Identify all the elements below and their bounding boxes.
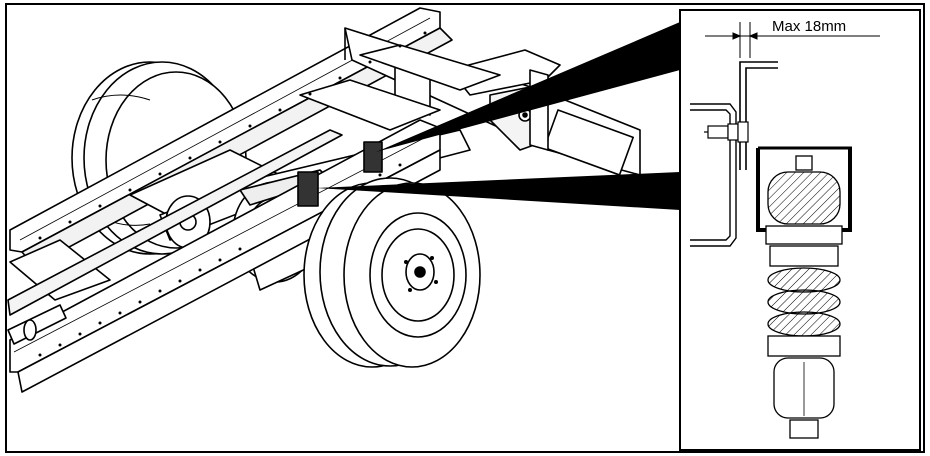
bolt bbox=[704, 121, 749, 143]
truck-chassis bbox=[7, 7, 641, 393]
callout-leaders bbox=[316, 22, 680, 210]
callout-wedge-lower bbox=[316, 172, 680, 210]
air-spring bbox=[765, 155, 843, 439]
rail-rivets bbox=[38, 31, 427, 357]
rail-bracket-lower bbox=[297, 171, 319, 207]
rail-bracket-upper bbox=[363, 141, 383, 173]
callout-wedge-upper bbox=[376, 22, 680, 152]
rear-frame bbox=[344, 27, 641, 176]
rear-wheel-right bbox=[303, 177, 481, 368]
dimension-marker bbox=[705, 22, 880, 58]
frame-section bbox=[690, 103, 737, 247]
drive-shaft bbox=[7, 304, 67, 345]
max-dimension-label: Max 18mm bbox=[772, 18, 846, 35]
detail-panel: Max 18mm bbox=[679, 9, 921, 451]
